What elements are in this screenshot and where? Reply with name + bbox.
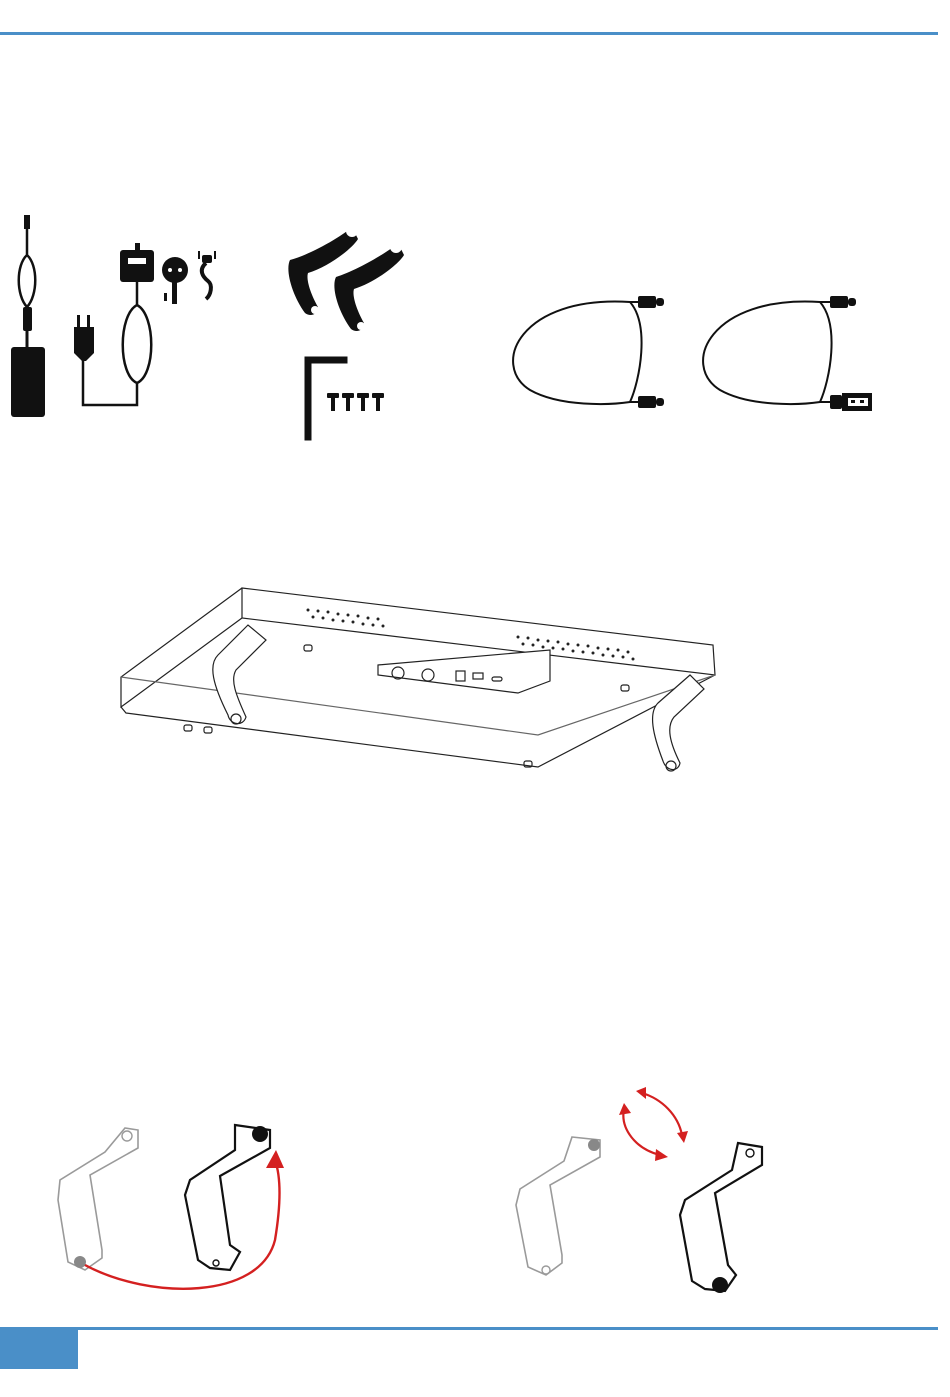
footer-rule	[0, 1327, 938, 1330]
console-underside-illustration	[118, 585, 718, 785]
usb-cables-illustration	[500, 285, 890, 420]
leg-reverse-illustration	[30, 1120, 310, 1300]
leg-brackets-illustration	[280, 215, 410, 440]
power-supply-illustration	[8, 215, 238, 440]
page-number-tab	[0, 1327, 78, 1369]
header-rule	[0, 32, 938, 35]
leg-rotate-illustration	[500, 1085, 780, 1305]
